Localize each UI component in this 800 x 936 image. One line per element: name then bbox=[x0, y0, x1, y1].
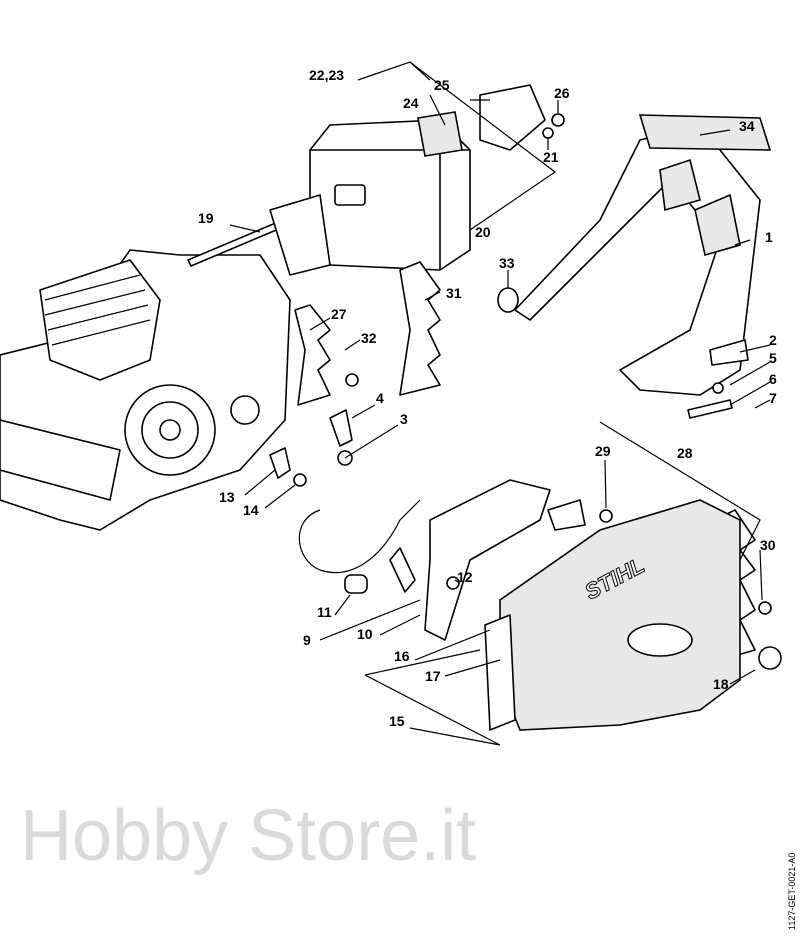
muffler-gasket bbox=[479, 84, 546, 151]
label: 9 bbox=[303, 632, 311, 648]
spring bbox=[389, 547, 416, 593]
label: 5 bbox=[769, 350, 777, 366]
label: 15 bbox=[389, 713, 405, 729]
label: 26 bbox=[554, 85, 570, 101]
brake-lever bbox=[424, 479, 551, 641]
grip-pad bbox=[638, 114, 772, 151]
spark-arrestor-screen bbox=[417, 111, 463, 157]
label: 11 bbox=[317, 604, 332, 620]
label: 10 bbox=[357, 626, 373, 642]
label: 25 bbox=[434, 77, 450, 93]
hand-guard bbox=[514, 114, 772, 396]
label: 21 bbox=[543, 149, 559, 165]
label: 32 bbox=[361, 330, 377, 346]
label: 20 bbox=[475, 224, 491, 240]
brake-band bbox=[298, 499, 421, 574]
label: 19 bbox=[198, 210, 214, 226]
label: 12 bbox=[457, 569, 473, 585]
leader-lines bbox=[229, 61, 771, 746]
label: 27 bbox=[331, 306, 347, 322]
label: 33 bbox=[499, 255, 515, 271]
label: 6 bbox=[769, 371, 777, 387]
label: 31 bbox=[446, 285, 462, 301]
drawing-code: 1127-GET-0021-A0 bbox=[787, 853, 797, 930]
label: 18 bbox=[713, 676, 729, 692]
label: 34 bbox=[739, 118, 755, 134]
label: 24 bbox=[403, 95, 419, 111]
label: 14 bbox=[243, 502, 259, 518]
bushing bbox=[497, 287, 519, 313]
label: 30 bbox=[760, 537, 776, 553]
tensioner bbox=[269, 447, 291, 479]
label: 1 bbox=[765, 229, 773, 245]
label: 28 bbox=[677, 445, 693, 461]
label: 2 bbox=[769, 332, 777, 348]
label: 3 bbox=[400, 411, 408, 427]
label: 13 bbox=[219, 489, 235, 505]
nut bbox=[551, 113, 565, 127]
label: 22,23 bbox=[309, 67, 344, 83]
callout-labels: 22,23 25 24 26 21 34 19 20 1 33 31 27 32… bbox=[198, 67, 777, 729]
label: 29 bbox=[595, 443, 611, 459]
collar-nut bbox=[758, 646, 782, 670]
sprocket-cover: STIHL bbox=[484, 499, 741, 731]
spike-bumper bbox=[399, 261, 441, 396]
label: 17 bbox=[425, 668, 441, 684]
watermark: Hobby Store.it bbox=[20, 796, 476, 876]
label: 16 bbox=[394, 648, 410, 664]
washer bbox=[542, 127, 554, 139]
label: 4 bbox=[376, 390, 384, 406]
sleeve bbox=[344, 574, 368, 594]
label: 7 bbox=[769, 390, 777, 406]
engine-housing bbox=[0, 249, 291, 531]
spike-bumper-inner bbox=[294, 304, 331, 406]
